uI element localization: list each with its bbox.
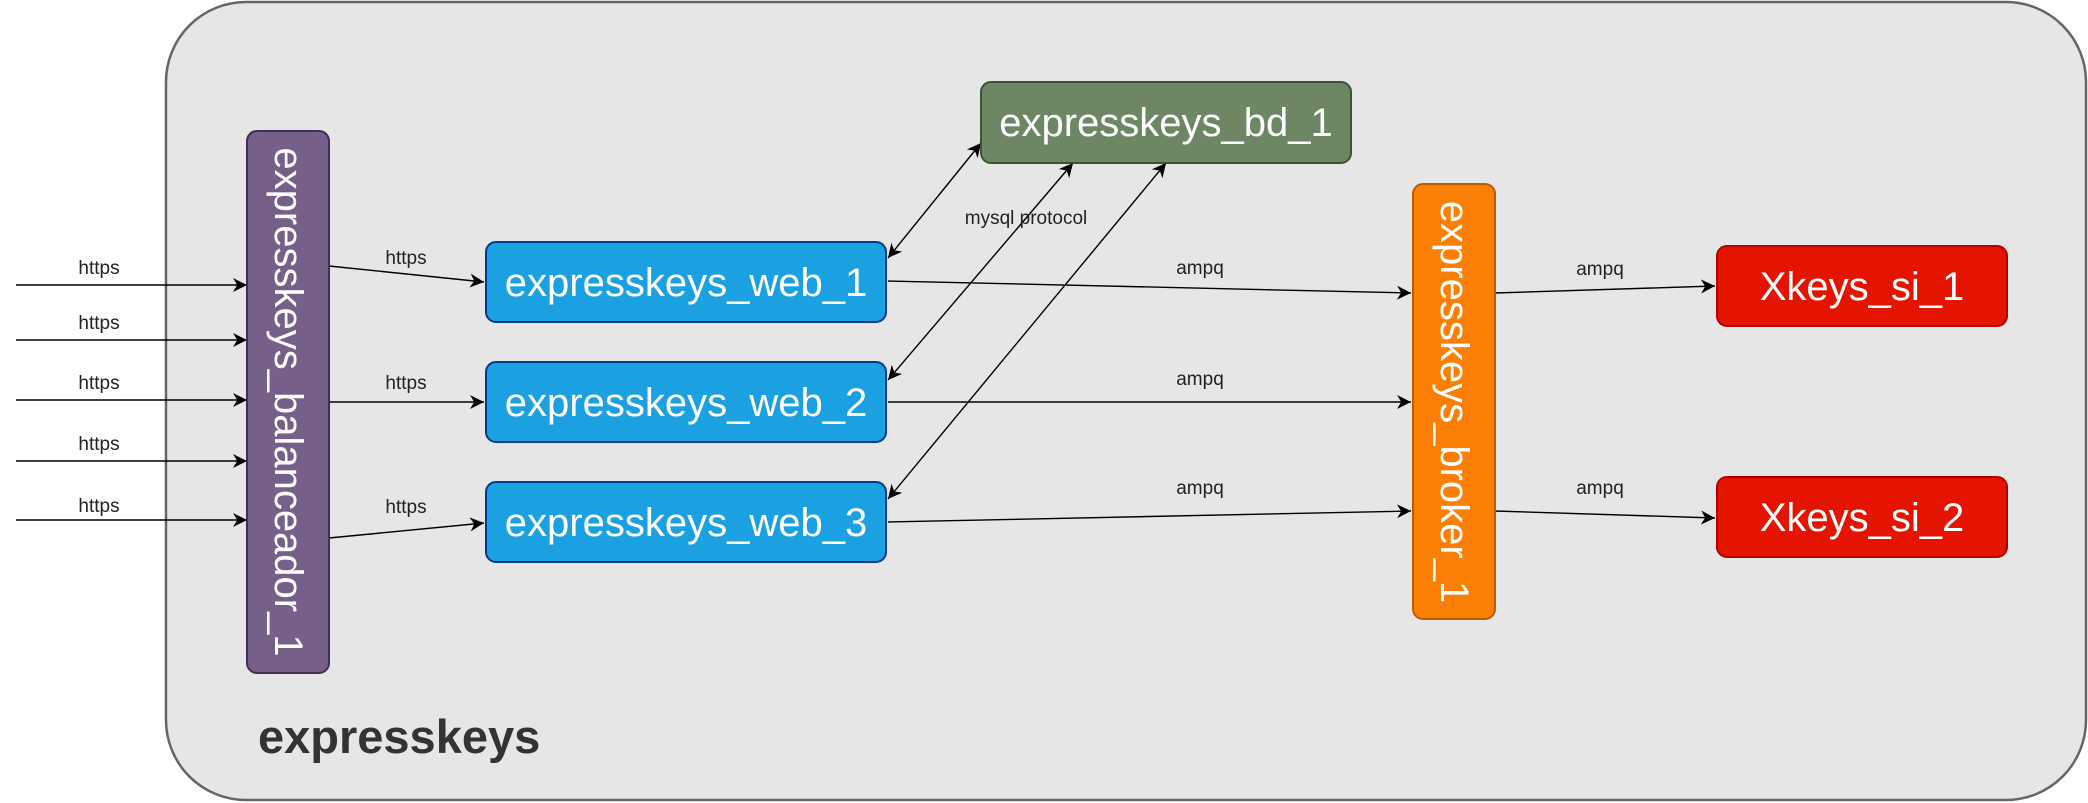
node-balanceador: expresskeys_balanceador_1 — [246, 130, 330, 674]
balancer-edges — [328, 265, 485, 539]
node-si-2: Xkeys_si_2 — [1716, 476, 2008, 558]
edge-label-lb-web2: https — [385, 373, 426, 394]
node-broker: expresskeys_broker_1 — [1412, 183, 1496, 620]
edge-label-in-5: https — [78, 496, 119, 517]
edge-web1-broker — [887, 280, 1412, 300]
node-si-2-label: Xkeys_si_2 — [1760, 496, 1965, 540]
node-web-3-label: expresskeys_web_3 — [505, 501, 867, 545]
node-si-1: Xkeys_si_1 — [1716, 245, 2008, 327]
edge-label-in-1: https — [78, 258, 119, 279]
edge-label-in-2: https — [78, 313, 119, 334]
edge-label-in-3: https — [78, 373, 119, 394]
node-web-1: expresskeys_web_1 — [485, 241, 887, 323]
edge-label-web3-broker: ampq — [1176, 478, 1224, 499]
node-si-1-label: Xkeys_si_1 — [1760, 265, 1965, 309]
node-bd-label: expresskeys_bd_1 — [999, 101, 1333, 145]
db-edges — [887, 142, 1167, 500]
node-broker-label: expresskeys_broker_1 — [1432, 201, 1476, 603]
incoming-edges — [16, 278, 247, 527]
node-web-2-label: expresskeys_web_2 — [505, 381, 867, 425]
edge-web3-broker — [887, 504, 1412, 523]
edge-label-broker-si1: ampq — [1576, 259, 1624, 280]
edge-lb-web3 — [328, 517, 485, 539]
edge-broker-si1 — [1494, 279, 1716, 294]
edge-web3-db — [887, 162, 1167, 500]
edge-label-mysql: mysql protocol — [965, 208, 1088, 229]
node-balanceador-label: expresskeys_balanceador_1 — [266, 147, 310, 656]
si-edges — [1494, 279, 1716, 525]
edge-label-in-4: https — [78, 434, 119, 455]
node-bd: expresskeys_bd_1 — [980, 81, 1352, 164]
edge-label-web2-broker: ampq — [1176, 369, 1224, 390]
edge-label-lb-web1: https — [385, 248, 426, 269]
group-label: expresskeys — [258, 710, 540, 763]
node-web-2: expresskeys_web_2 — [485, 361, 887, 443]
edge-label-broker-si2: ampq — [1576, 478, 1624, 499]
edge-label-web1-broker: ampq — [1176, 258, 1224, 279]
edge-broker-si2 — [1494, 510, 1716, 525]
edge-lb-web1 — [328, 265, 485, 288]
edge-label-lb-web3: https — [385, 497, 426, 518]
node-web-3: expresskeys_web_3 — [485, 481, 887, 563]
node-web-1-label: expresskeys_web_1 — [505, 261, 867, 305]
broker-edges — [887, 280, 1412, 523]
